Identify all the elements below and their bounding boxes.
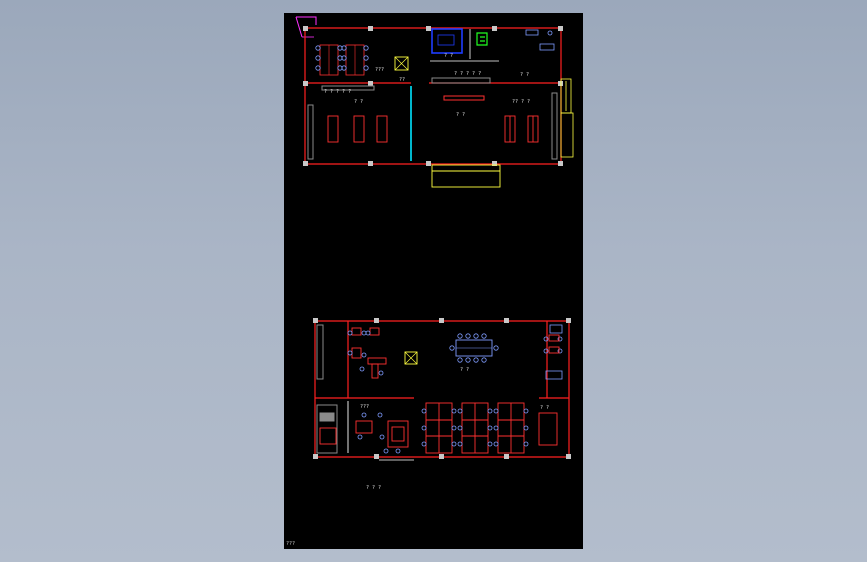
lower-room-label: ??? <box>360 404 369 410</box>
lower-manager-chairs <box>357 412 401 454</box>
upper-office-desks-left <box>327 115 388 143</box>
lower-stair-left <box>316 324 338 454</box>
upper-room-label: ? ? ? ? ? <box>454 71 481 77</box>
lower-conference-table <box>449 333 499 363</box>
drawing-sheet[interactable]: ??? ?? ? ? ? ? ? ? ? ? ? ?? ? ? ? ? ? ? … <box>284 13 583 549</box>
upper-reception-desk <box>443 95 485 101</box>
lower-workstation-chairs <box>421 408 529 447</box>
lower-room-label: ? ? <box>540 405 549 411</box>
upper-room-label: ? ? <box>456 112 465 118</box>
upper-outer-walls <box>304 27 562 165</box>
upper-room-label: ?? <box>399 77 405 83</box>
lower-floor-plan: ??? ? ? ? ? ? ? ? <box>313 318 571 491</box>
upper-kitchenette <box>525 29 555 51</box>
upper-room-labels: ??? ?? ? ? ? ? ? ? ? ? ? ?? ? ? ? ? ? ? … <box>324 53 530 118</box>
upper-office-desks-right <box>504 115 539 143</box>
upper-floor-plan: ??? ?? ? ? ? ? ? ? ? ? ? ?? ? ? ? ? ? ? … <box>295 16 574 188</box>
upper-meeting-room-furniture <box>315 44 369 76</box>
upper-columns <box>303 26 563 166</box>
upper-room-label: ??? <box>375 67 384 73</box>
upper-elevator <box>394 56 409 71</box>
lower-left-chairs <box>347 330 384 376</box>
upper-entrance-stair <box>431 164 501 188</box>
lower-workstations <box>425 402 525 454</box>
floor-plan-drawing: ??? ?? ? ? ? ? ? ? ? ? ? ?? ? ? ? ? ? ? … <box>286 16 574 547</box>
sheet-corner-label: ??? <box>286 541 295 547</box>
lower-left-offices <box>319 327 387 445</box>
upper-room-label: ? ? ? ? ? <box>324 89 351 95</box>
north-marker <box>295 16 317 38</box>
lower-room-labels: ??? ? ? ? ? ? ? ? <box>360 367 549 491</box>
upper-room-label: ? ? <box>444 53 453 59</box>
upper-room-label: ?? ? ? <box>512 99 530 105</box>
lower-right-desks <box>538 334 560 446</box>
upper-room-label: ? ? <box>520 72 529 78</box>
lower-manager-office <box>347 401 409 453</box>
lower-columns <box>313 318 571 459</box>
upper-stair-right <box>560 78 574 158</box>
lower-room-label: ? ? ? <box>366 485 381 491</box>
upper-toilets <box>430 28 499 62</box>
lower-right-office <box>543 324 563 380</box>
upper-shelving <box>307 77 558 160</box>
lower-outer-walls <box>314 320 570 458</box>
upper-room-label: ? ? <box>354 99 363 105</box>
lower-elevator <box>404 351 418 365</box>
lower-room-label: ? ? <box>460 367 469 373</box>
